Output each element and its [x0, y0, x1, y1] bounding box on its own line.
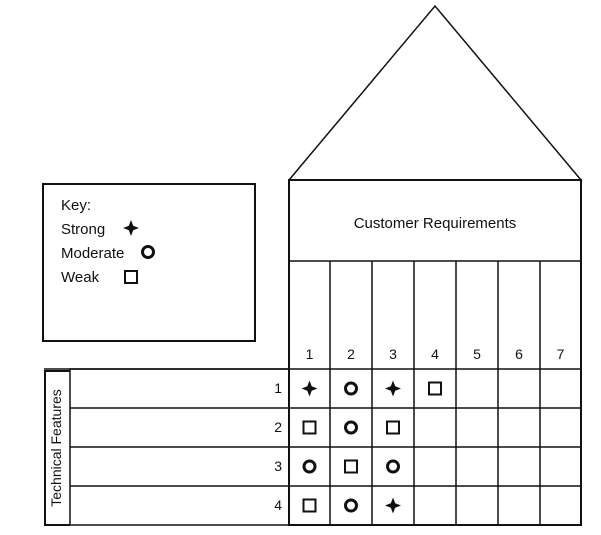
column-number: 3 — [389, 346, 397, 362]
column-number: 2 — [347, 346, 355, 362]
key-label-strong: Strong — [61, 221, 106, 238]
moderate-symbol — [302, 459, 317, 474]
key-item-strong: Strong — [61, 221, 113, 238]
weak-symbol — [428, 381, 442, 396]
key-symbols — [123, 220, 155, 284]
key-item-weak: Weak — [61, 269, 107, 286]
technical-features-label-box — [44, 370, 70, 526]
moderate-symbol — [344, 420, 358, 435]
row-number: 4 — [274, 497, 282, 513]
key-label-weak: Weak — [61, 269, 100, 286]
requirements-block — [288, 179, 582, 526]
key-title: Key: — [61, 197, 92, 214]
moderate-symbol — [344, 381, 358, 396]
column-number: 5 — [473, 346, 481, 362]
weak-symbol — [344, 459, 358, 474]
key-item-moderate: Moderate — [61, 245, 132, 262]
weak-symbol — [302, 420, 317, 435]
key-label-moderate: Moderate — [61, 245, 125, 262]
technical-features-label: Technical Features — [48, 389, 64, 507]
column-number: 6 — [515, 346, 523, 362]
cell-symbols — [301, 380, 442, 514]
key-weak-symbol — [124, 270, 138, 284]
roof — [288, 4, 582, 181]
moderate-symbol — [386, 459, 400, 474]
key-moderate-symbol — [141, 245, 155, 259]
key-box: Key: Strong Moderate Weak — [42, 183, 256, 342]
customer-requirements-title: Customer Requirements — [353, 215, 517, 232]
strong-symbol — [385, 497, 401, 514]
column-number: 4 — [431, 346, 439, 362]
row-number: 1 — [274, 380, 282, 396]
weak-symbol — [302, 498, 317, 513]
strong-symbol — [301, 380, 318, 397]
moderate-symbol — [344, 498, 358, 513]
strong-symbol — [385, 380, 401, 397]
key-strong-symbol — [123, 220, 139, 236]
weak-symbol — [386, 420, 400, 435]
grid-lines — [44, 261, 581, 525]
row-number: 3 — [274, 458, 282, 474]
column-number: 7 — [556, 346, 565, 362]
row-number: 2 — [274, 419, 282, 435]
column-number: 1 — [305, 346, 314, 362]
